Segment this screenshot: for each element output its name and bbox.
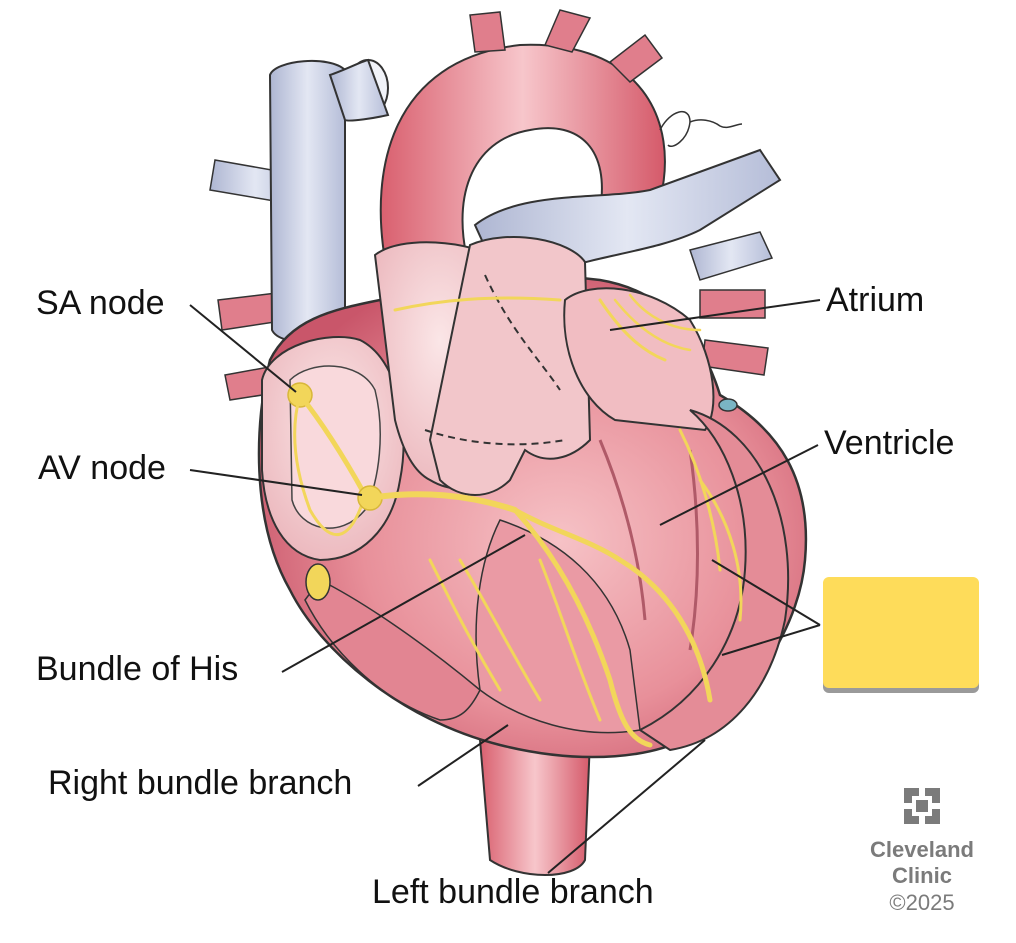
leader-sticky-upper xyxy=(711,559,821,626)
left-ventricle-wall xyxy=(638,409,790,752)
av-node-label: AV node xyxy=(38,449,166,487)
cleveland-clinic-logo-icon xyxy=(904,788,940,824)
right-ventricle-wall xyxy=(304,579,481,721)
bundle-of-his-path xyxy=(367,491,518,513)
brand-name-line2: Clinic xyxy=(892,863,952,888)
ventricle-label: Ventricle xyxy=(824,424,955,462)
leader-bundle-of-his xyxy=(281,534,526,673)
aorta xyxy=(379,43,666,272)
internodal-pathway xyxy=(297,392,368,498)
leader-sa-node xyxy=(189,304,297,393)
leader-right-bundle-branch xyxy=(417,724,509,787)
bundle-of-his-label: Bundle of His xyxy=(36,650,239,688)
leader-sticky-lower xyxy=(721,624,821,656)
left-bundle-branch-path xyxy=(512,507,713,703)
brand-name-line1: Cleveland xyxy=(870,837,974,862)
conduction-system xyxy=(287,293,743,748)
artist-signature-icon xyxy=(659,111,743,147)
right-bundle-branch-path xyxy=(512,507,653,748)
pulmonary-veins-right xyxy=(689,231,774,376)
atrium-label: Atrium xyxy=(826,281,925,319)
brand-name: Cleveland Clinic xyxy=(866,837,978,889)
interventricular-septum xyxy=(475,519,641,734)
superior-vena-cava xyxy=(268,59,346,344)
leader-atrium xyxy=(609,299,821,331)
right-bundle-branch-label: Right bundle branch xyxy=(48,764,353,802)
leader-left-bundle-branch xyxy=(547,739,706,874)
label-cover-note xyxy=(823,577,979,688)
leader-av-node xyxy=(189,469,363,496)
leader-lines xyxy=(189,299,821,874)
leader-ventricle xyxy=(659,444,819,526)
sa-node-label: SA node xyxy=(36,284,165,322)
brand-block: Cleveland Clinic ©2025 xyxy=(866,786,978,917)
copyright-year: ©2025 xyxy=(889,890,955,915)
left-bundle-branch-label: Left bundle branch xyxy=(372,873,654,911)
aortic-valve xyxy=(373,235,592,496)
left-atrium xyxy=(563,287,715,432)
inferior-vena-cava xyxy=(478,739,592,876)
